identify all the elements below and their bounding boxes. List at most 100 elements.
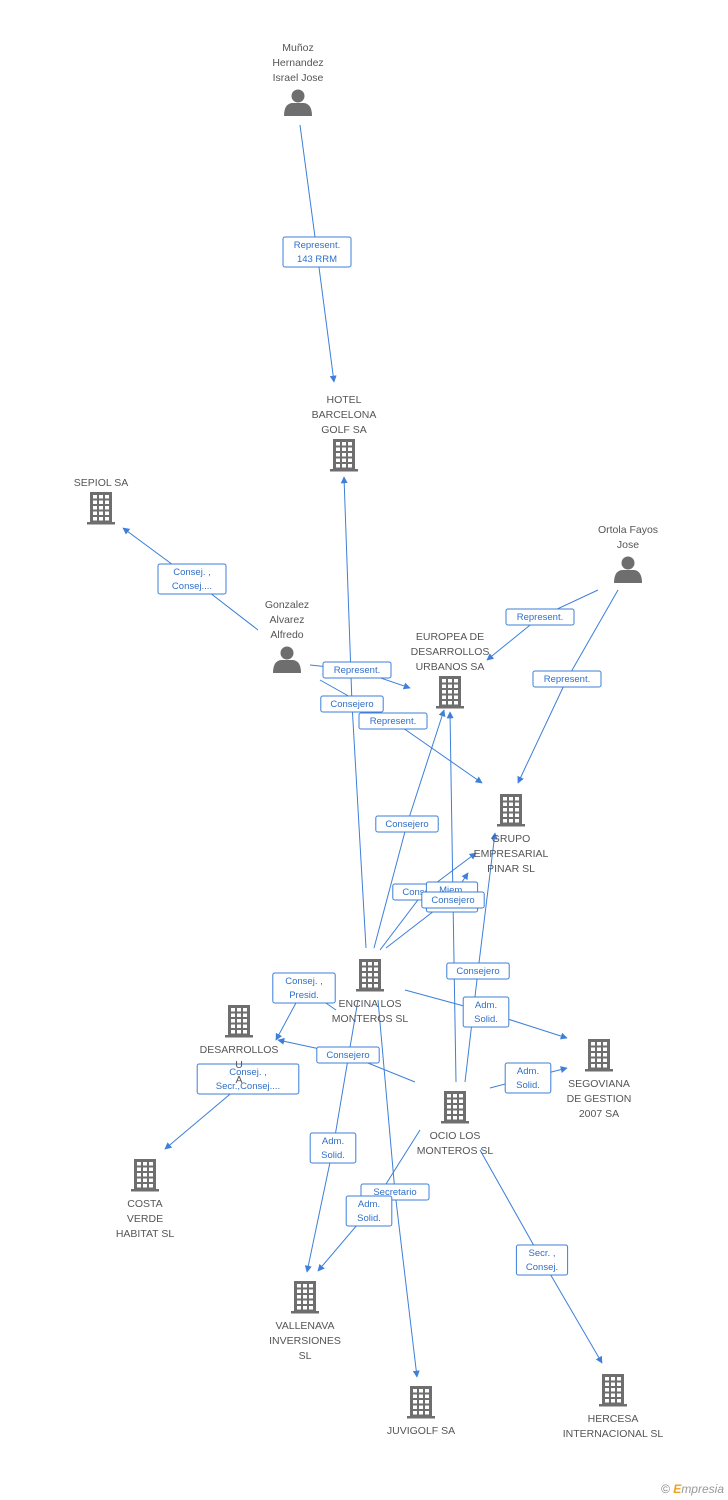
node-label-line: Muñoz [282,42,314,54]
edge-label-text: Adm. [475,1000,497,1011]
brand-rest: mpresia [681,1482,724,1496]
person-icon [273,646,301,673]
edge-label-text: Consejero [431,895,474,906]
edge-label-box [504,1062,552,1094]
edge-label[interactable]: Adm. Solid. [504,1062,552,1094]
edge-label-text: Adm. [322,1136,344,1147]
node-label-line: GOLF SA [321,424,367,436]
edge-label-text: Presid. [289,990,319,1001]
edge-label-text: Represent. [334,665,380,676]
building-icon [585,1039,613,1072]
node-juvigolf[interactable]: JUVIGOLF SA [387,1386,455,1437]
edge-label-text: Adm. [517,1066,539,1077]
building-icon [330,439,358,472]
edge-label-box [358,712,428,730]
edge-label-text: Solid. [516,1080,540,1091]
building-icon [87,492,115,525]
edge-label[interactable]: Represent.143 RRM [282,236,352,268]
node-label-line: VALLENAVA [276,1320,335,1332]
node-sepiol[interactable]: SEPIOL SA [74,477,128,525]
edge-label[interactable]: Consej. ,Secr.,Consej.... [196,1063,300,1095]
node-label-line: URBANOS SA [416,661,485,673]
node-label-line: Jose [617,539,639,551]
node-label-line: JUVIGOLF SA [387,1425,455,1437]
brand-initial: E [673,1482,682,1496]
edge-label[interactable]: Adm.Solid. [309,1132,357,1164]
node-label-line: OCIO LOS [430,1130,481,1142]
node-label-line: INVERSIONES [269,1335,341,1347]
edge-label[interactable]: Consej. ,Consej.... [157,563,227,595]
edge-label-text: Consejero [330,699,373,710]
edge-label[interactable]: Consejero [421,891,485,909]
edge-label-text: Secr. , [529,1248,556,1259]
edge-label-box [316,1046,380,1064]
edge-label[interactable]: Consejero [316,1046,380,1064]
edge-label-box [282,236,352,268]
edge-label-text: Consejero [456,966,499,977]
node-label-line: INTERNACIONAL SL [563,1428,664,1440]
edge-label-box [505,608,575,626]
edge-label[interactable]: Represent. [532,670,602,688]
edge-label-text: Solid. [474,1014,498,1025]
edge-label[interactable]: Represent. [505,608,575,626]
edge-label-text: Adm. [358,1199,380,1210]
edge-label[interactable]: Consejero [320,695,384,713]
edge-label[interactable]: Adm. Solid. [345,1195,393,1227]
edge-label-box [462,996,510,1028]
node-label-line: EUROPEA DE [416,631,484,643]
edge-label-box [272,972,336,1004]
node-label-line: MONTEROS SL [332,1013,409,1025]
node-label-line: DE GESTION [567,1093,632,1105]
node-label-line: Alfredo [270,629,303,641]
edge-label-box [309,1132,357,1164]
edge-label-box [322,661,392,679]
edge-label-box [320,695,384,713]
edge-label[interactable]: Secr. , Consej. [515,1244,569,1276]
node-label-line: Israel Jose [273,72,324,84]
edge-label-box [345,1195,393,1227]
edge-label-text: 143 RRM [297,254,337,265]
edge-label-text: Consej. [526,1262,558,1273]
building-icon [356,959,384,992]
edge-label[interactable]: Represent. [358,712,428,730]
edge-label-text: Represent. [517,612,563,623]
edge-label-text: Secr.,Consej.... [216,1081,280,1092]
node-label-line: HOTEL [326,394,361,406]
building-icon [441,1091,469,1124]
building-icon [436,676,464,709]
edge-label[interactable]: Adm. Solid. [462,996,510,1028]
person-icon [614,556,642,583]
edge-label-text: Consejero [385,819,428,830]
edge-label-text: Consej.... [172,581,212,592]
edge-label-box [532,670,602,688]
person-icon [284,89,312,116]
edge-label[interactable]: Consejero [375,815,439,833]
edge-label-box [375,815,439,833]
node-label-line: Alvarez [269,614,304,626]
node-label-line: U [235,1059,243,1071]
building-icon [291,1281,319,1314]
edge-label[interactable]: Consej. ,Presid. [272,972,336,1004]
building-icon [407,1386,435,1419]
building-icon [497,794,525,827]
edge-label[interactable]: Represent. [322,661,392,679]
node-label-line: Gonzalez [265,599,309,611]
edge-label-text: Consejero [326,1050,369,1061]
edge-label[interactable]: Consejero [446,962,510,980]
node-label-line: EMPRESARIAL [474,848,549,860]
edge-label-text: Solid. [357,1213,381,1224]
building-icon [225,1005,253,1038]
